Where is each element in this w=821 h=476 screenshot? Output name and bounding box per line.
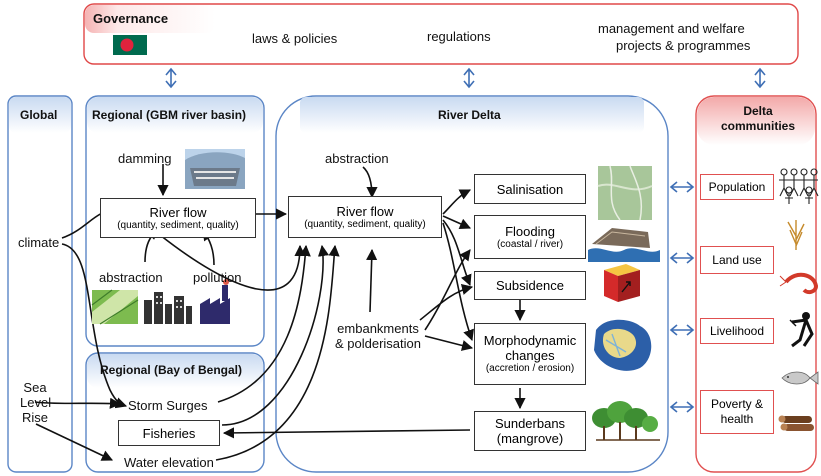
regional-bay-title: Regional (Bay of Bengal) xyxy=(100,363,243,377)
sunderbans-box: Sunderbans (mangrove) xyxy=(474,411,586,451)
shrimp-icon xyxy=(779,272,819,295)
people-icon xyxy=(779,168,819,204)
flooding-icon xyxy=(588,228,660,262)
governance-laws: laws & policies xyxy=(252,31,338,46)
poverty-health-box: Poverty & health xyxy=(700,390,774,434)
field-icon xyxy=(91,289,139,325)
regional-bay-header xyxy=(87,354,263,388)
global-panel xyxy=(7,95,73,473)
causal-arrows xyxy=(34,164,526,461)
crop-icon xyxy=(787,220,805,250)
gbm-abstraction-label: abstraction xyxy=(99,270,163,285)
salinisation-box: Salinisation xyxy=(474,174,586,204)
pollution-label: pollution xyxy=(193,270,242,285)
governance-header xyxy=(85,5,215,33)
flooding-box: Flooding (coastal / river) xyxy=(474,215,586,259)
global-title: Global xyxy=(20,108,58,122)
fisheries-box: Fisheries xyxy=(118,420,220,446)
morphodynamic-box: Morphodynamic changes (accretion / erosi… xyxy=(474,323,586,385)
fish-icon xyxy=(781,371,819,385)
delta-communities-header xyxy=(697,97,815,145)
delta-communities-title: Delta communities xyxy=(720,104,795,133)
bangladesh-flag-icon xyxy=(113,35,147,55)
regional-gbm-header xyxy=(87,97,263,133)
farmer-icon xyxy=(789,312,814,348)
governance-title: Governance xyxy=(93,11,169,26)
land-use-box: Land use xyxy=(700,246,774,274)
governance-panel xyxy=(83,3,799,65)
mangrove-icon xyxy=(592,401,660,441)
governance-link-arrows xyxy=(165,67,766,89)
firewood-icon xyxy=(778,415,814,431)
delta-river-flow-box: River flow (quantity, sediment, quality) xyxy=(288,196,442,238)
city-icon xyxy=(144,292,192,324)
damming-label: damming xyxy=(118,151,172,166)
subsidence-box: Subsidence xyxy=(474,271,586,300)
delta-abstraction-label: abstraction xyxy=(325,151,389,166)
embankments-label: embankments & polderisation xyxy=(335,321,421,351)
salinisation-map-icon xyxy=(597,165,653,221)
livelihood-box: Livelihood xyxy=(700,318,774,344)
morphodynamic-map-icon xyxy=(594,319,652,371)
governance-management: management and welfare xyxy=(598,21,745,36)
global-panel-header xyxy=(9,97,71,133)
river-delta-header xyxy=(300,97,644,133)
governance-regulations: regulations xyxy=(427,29,491,44)
sea-level-rise-label: Sea Level Rise xyxy=(20,380,52,425)
climate-label: climate xyxy=(18,235,60,250)
factory-icon xyxy=(200,279,230,324)
governance-projects: projects & programmes xyxy=(616,38,751,53)
dam-icon xyxy=(185,149,245,189)
subsidence-icon xyxy=(604,264,640,302)
regional-gbm-title: Regional (GBM river basin) xyxy=(92,108,247,122)
community-link-arrows xyxy=(669,181,695,413)
storm-surges-label: Storm Surges xyxy=(128,398,208,413)
river-delta-title: River Delta xyxy=(438,108,501,122)
water-elevation-label: Water elevation xyxy=(124,455,214,470)
population-box: Population xyxy=(700,174,774,200)
gbm-river-flow-box: River flow (quantity, sediment, quality) xyxy=(100,198,256,238)
